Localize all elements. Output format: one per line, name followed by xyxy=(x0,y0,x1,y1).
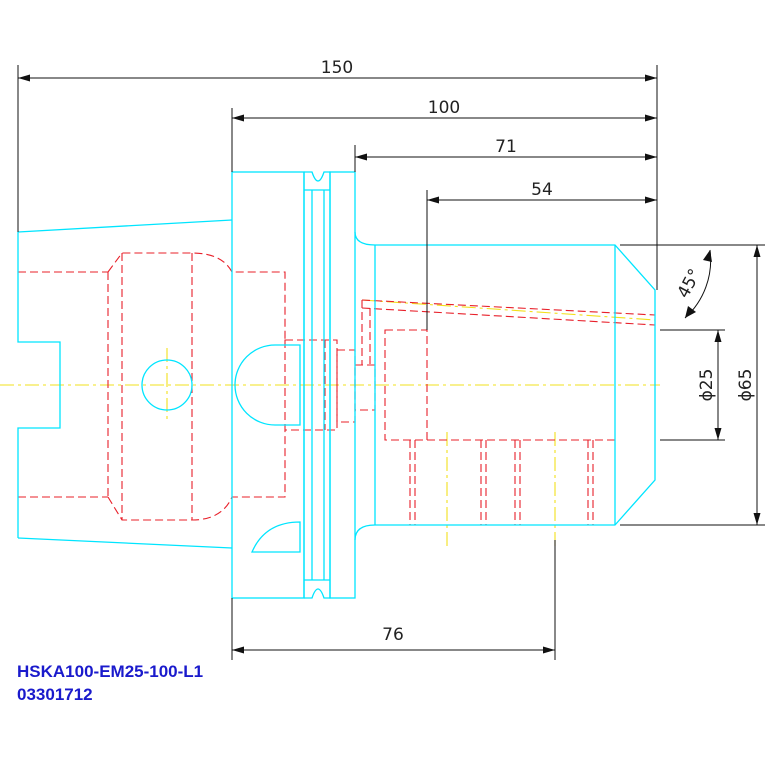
dim-label-45-deg: 45° xyxy=(674,266,706,302)
part-code-label: HSKA100-EM25-100-L1 xyxy=(17,662,204,681)
taper-centerline xyxy=(361,299,656,321)
part-outline xyxy=(17,171,656,599)
dim-label-71: 71 xyxy=(495,137,517,157)
arrowhead xyxy=(355,153,367,161)
dim-label-100: 100 xyxy=(428,98,460,118)
dim-label-d65: ϕ65 xyxy=(736,369,756,402)
arrowhead xyxy=(703,250,712,262)
part-number-label: 03301712 xyxy=(17,685,93,704)
dimension-labels: 150 100 71 54 76 45° ϕ25 ϕ65 xyxy=(321,58,756,645)
arrowhead xyxy=(645,196,657,204)
arrowhead xyxy=(714,330,722,342)
arrowhead xyxy=(645,74,657,82)
dim-label-150: 150 xyxy=(321,58,353,78)
dim-label-76: 76 xyxy=(382,625,404,645)
coolant-cutout-top xyxy=(234,344,301,426)
shank-bottom-edge xyxy=(17,537,233,549)
arrowhead xyxy=(645,114,657,122)
arrowhead xyxy=(232,646,244,654)
hidden-cavity-top xyxy=(107,252,286,340)
body-outline xyxy=(354,231,656,541)
arrowhead xyxy=(753,245,761,257)
arrowhead xyxy=(753,513,761,525)
arrowhead xyxy=(685,306,696,318)
hidden-bore-step xyxy=(336,349,356,423)
hidden-clamp-bore xyxy=(384,329,428,441)
arrowhead xyxy=(645,153,657,161)
hidden-cavity-bottom xyxy=(107,430,286,521)
arrowhead xyxy=(18,74,30,82)
hidden-taper-line xyxy=(361,307,656,326)
arrowhead xyxy=(543,646,555,654)
hidden-taper-line xyxy=(361,299,656,316)
dim-label-d25: ϕ25 xyxy=(697,369,717,402)
hidden-lines xyxy=(18,252,656,525)
cross-hole xyxy=(141,359,193,411)
dim-label-54: 54 xyxy=(531,180,553,200)
shank-end-profile xyxy=(17,232,61,538)
coolant-cutout-bottom xyxy=(251,521,301,553)
arrowhead xyxy=(427,196,439,204)
dimension-lines xyxy=(17,65,765,660)
flange-collar xyxy=(329,171,356,599)
arrowhead xyxy=(714,428,722,440)
shank-top-edge xyxy=(17,219,233,233)
hidden-bore-neck xyxy=(354,364,376,411)
arrowhead xyxy=(232,114,244,122)
